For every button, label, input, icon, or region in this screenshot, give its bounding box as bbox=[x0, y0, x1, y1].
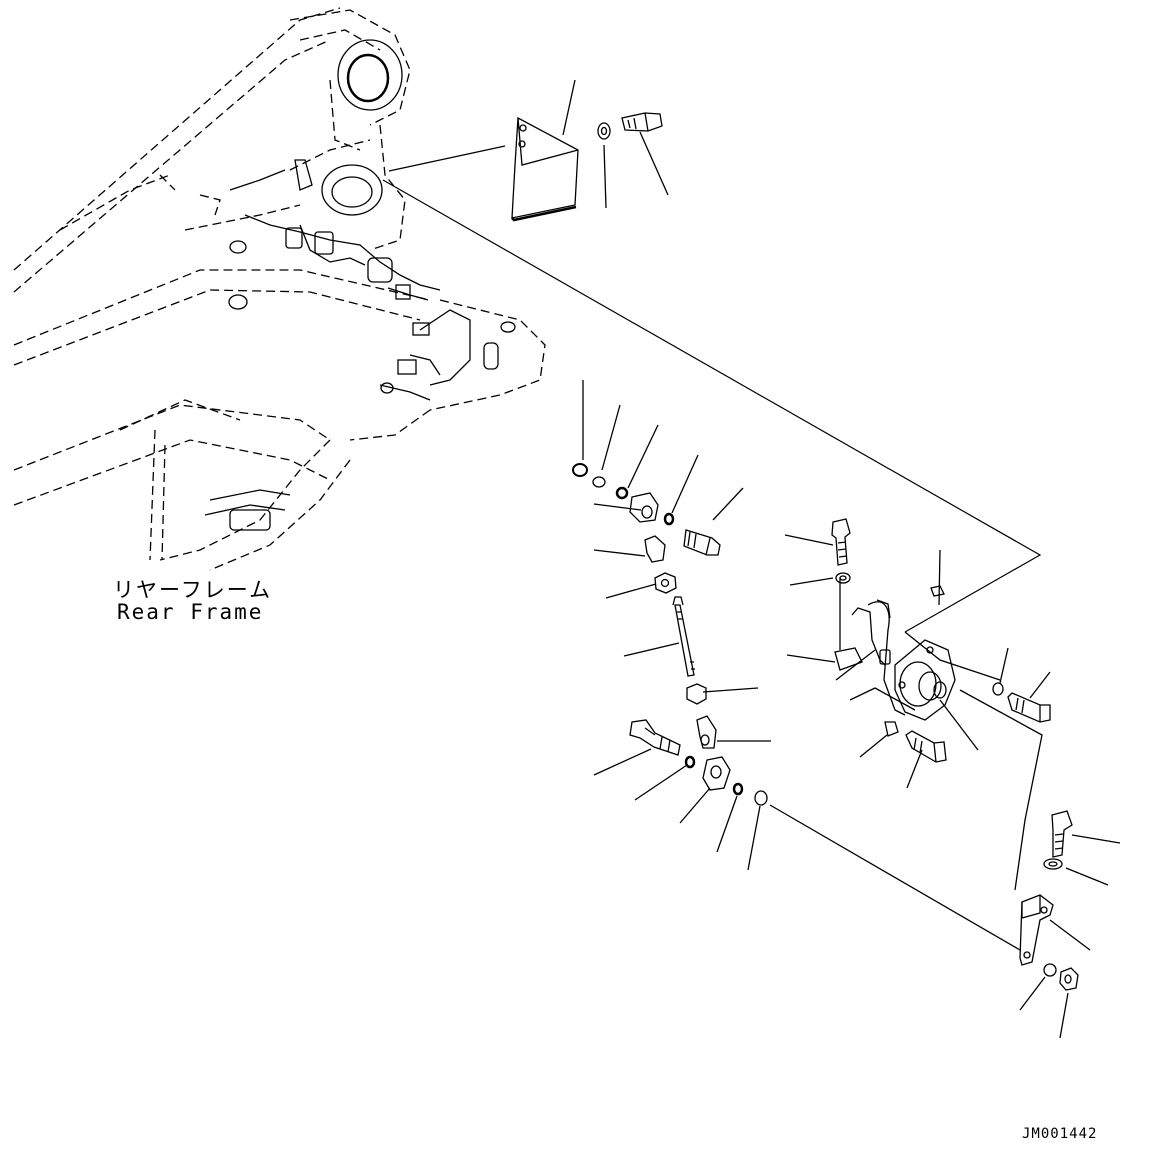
sensor-washer-right bbox=[992, 682, 1004, 696]
frame-boss-outer bbox=[337, 39, 403, 111]
sensor-bracket bbox=[834, 647, 863, 671]
lever-washer-top bbox=[1043, 858, 1063, 870]
ball-joint-top bbox=[629, 492, 659, 523]
sensor-bolt-top bbox=[831, 518, 851, 566]
bracket-washer bbox=[597, 122, 611, 140]
elbow-fitting-lower bbox=[696, 715, 717, 749]
sensor-assembly bbox=[784, 518, 1051, 891]
sensor-washer-left bbox=[884, 721, 899, 737]
lever-arm bbox=[1019, 894, 1054, 966]
frame-mount-3 bbox=[500, 321, 516, 333]
spring-washer-2 bbox=[663, 512, 675, 526]
washer-top bbox=[592, 476, 606, 488]
reference-line-main bbox=[382, 179, 1042, 633]
frame-mount-2 bbox=[228, 294, 248, 310]
bolt-lower bbox=[629, 719, 681, 756]
spring-washer-top bbox=[615, 486, 629, 500]
sensor-bolt-right bbox=[1007, 692, 1051, 723]
lever-nut bbox=[1059, 967, 1079, 991]
spring-washer-3 bbox=[732, 782, 744, 796]
rear-frame-label-en: Rear Frame bbox=[117, 600, 264, 624]
rear-frame-drawing bbox=[13, 7, 546, 571]
key-pin bbox=[930, 585, 945, 597]
sensor-bolt-left bbox=[905, 730, 947, 763]
elbow-fitting bbox=[644, 535, 666, 563]
ball-joint-lower bbox=[702, 756, 731, 791]
rear-frame-details bbox=[204, 39, 516, 531]
frame-boss-inner bbox=[346, 53, 390, 103]
reference-line-lower bbox=[769, 804, 1021, 951]
hex-nut-mid bbox=[654, 572, 677, 594]
hex-nut-lower bbox=[686, 683, 707, 705]
lever-assembly bbox=[1019, 810, 1121, 1039]
frame-mount-1 bbox=[229, 240, 247, 254]
frame-spacer bbox=[483, 342, 499, 370]
bracket-plate bbox=[511, 116, 579, 219]
frame-opening bbox=[321, 164, 383, 216]
lever-bolt bbox=[1051, 810, 1073, 858]
spring-washer-lower bbox=[684, 755, 696, 769]
linkage-stack bbox=[572, 380, 1021, 951]
threaded-rod bbox=[674, 604, 695, 677]
rear-frame-label-jp: リヤーフレーム bbox=[113, 578, 273, 602]
sensor-shaft bbox=[933, 681, 947, 699]
drawing-id: JM001442 bbox=[1022, 1126, 1098, 1142]
lever-washer-bottom bbox=[1043, 963, 1057, 977]
washer-lower bbox=[754, 790, 768, 806]
rotary-sensor-housing bbox=[894, 639, 956, 721]
nut-small bbox=[572, 463, 588, 477]
sensor-cable bbox=[867, 601, 906, 716]
sensor-washer-top bbox=[835, 572, 851, 584]
bolt-top bbox=[683, 529, 721, 556]
top-bracket-assembly bbox=[388, 79, 669, 222]
